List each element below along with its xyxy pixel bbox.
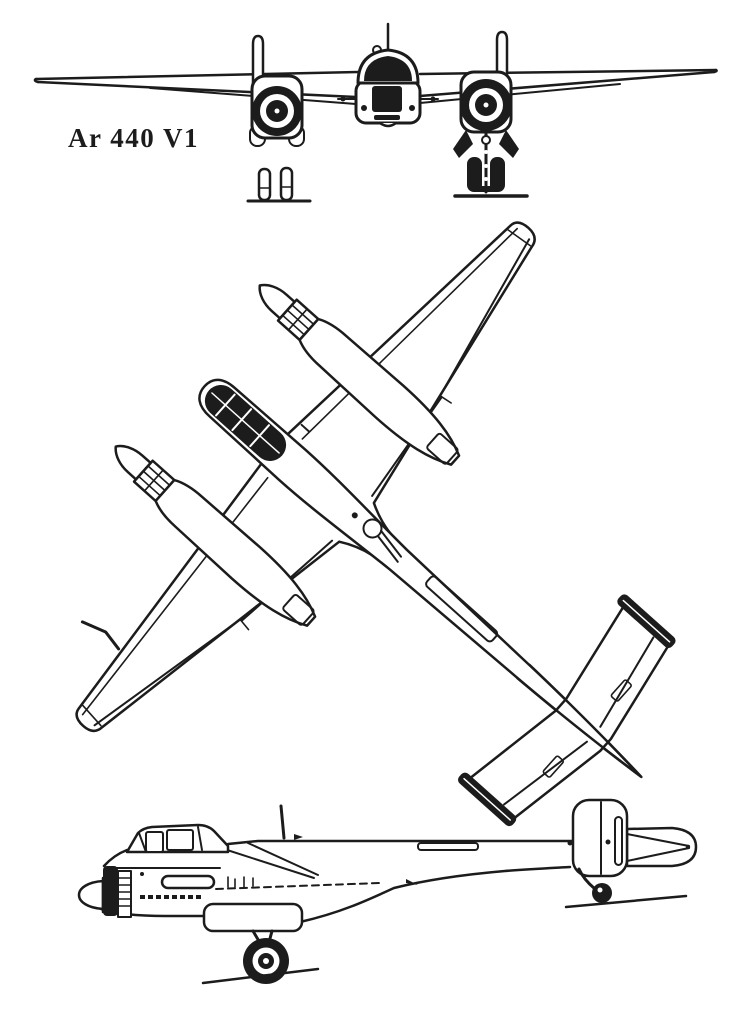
front-canopy-glazing bbox=[364, 56, 412, 81]
side-boom-top bbox=[226, 839, 575, 846]
side-tailwheel bbox=[592, 883, 612, 903]
front-left-spinner-tip bbox=[274, 108, 280, 114]
front-right-spinner-tip bbox=[483, 102, 489, 108]
front-gear-axle bbox=[474, 186, 498, 192]
plan-pitot-tube bbox=[80, 620, 121, 651]
plan-left-hinge-tick bbox=[239, 618, 250, 631]
plan-dorsal-hatch bbox=[425, 575, 499, 643]
plan-view bbox=[75, 221, 676, 827]
plan-left-fin-line bbox=[463, 777, 512, 821]
front-ground-detail bbox=[246, 166, 312, 203]
front-gear-wheel-right bbox=[490, 157, 505, 192]
side-tailplane-hinge-dot2 bbox=[605, 839, 611, 845]
front-right-nacelle bbox=[453, 70, 529, 198]
front-left-wing-leading-edge bbox=[34, 70, 360, 81]
front-gondola-window bbox=[372, 86, 402, 112]
side-main-ground-line bbox=[201, 967, 320, 985]
front-strut-dot bbox=[484, 164, 488, 168]
plan-boom-edge bbox=[528, 663, 642, 778]
side-wing-fairing-edge2 bbox=[247, 842, 319, 876]
front-right-wing-inner-line bbox=[419, 83, 621, 104]
side-vent-row bbox=[140, 895, 201, 899]
side-nose-top bbox=[102, 848, 129, 868]
plan-left-aileron-hinge bbox=[93, 618, 242, 727]
front-left-wingtip bbox=[33, 77, 40, 84]
side-main-wheel-axle bbox=[263, 958, 269, 964]
side-canopy-frame bbox=[197, 826, 203, 851]
front-side-dot-right bbox=[430, 96, 436, 102]
plan-right-fin-line bbox=[622, 599, 671, 643]
side-rudder-tab-slot bbox=[614, 816, 623, 866]
front-left-nacelle bbox=[249, 74, 305, 147]
front-gear-door-left bbox=[453, 130, 473, 158]
side-elevator-line-bottom bbox=[626, 847, 690, 862]
plan-right-elevator-hinge bbox=[599, 636, 655, 728]
plan-right-spar-line bbox=[301, 227, 519, 440]
side-thrust-dashed-line bbox=[215, 882, 381, 890]
side-belly-pod bbox=[202, 902, 304, 933]
side-belly-line bbox=[298, 865, 572, 924]
front-side-dot-left bbox=[340, 96, 346, 102]
front-body-dot-left bbox=[361, 105, 367, 111]
side-canopy-pane bbox=[145, 831, 164, 853]
front-left-wing-trailing-edge bbox=[36, 80, 358, 99]
side-tailwheel-strut bbox=[577, 867, 597, 891]
front-body-dot-right bbox=[409, 105, 415, 111]
plan-right-aileron-hinge bbox=[439, 238, 531, 397]
plan-left-trim-tab bbox=[542, 755, 564, 778]
plan-canopy-spine bbox=[211, 392, 280, 454]
side-view bbox=[77, 798, 698, 985]
side-tailwheel-highlight bbox=[597, 887, 603, 893]
plan-left-elevator-hinge bbox=[503, 740, 588, 806]
front-gondola-strip bbox=[374, 115, 400, 120]
side-tailplane-hinge-dot bbox=[567, 840, 573, 846]
side-elevator-line-top bbox=[626, 833, 690, 847]
side-tailplane bbox=[625, 826, 698, 868]
front-view: Ar 440 V1 bbox=[33, 22, 718, 203]
front-gear-link bbox=[481, 135, 491, 145]
plan-right-trim-tab bbox=[610, 679, 632, 702]
front-chin-bump bbox=[378, 121, 398, 128]
plan-left-spar-line bbox=[81, 476, 269, 716]
side-wing-fairing-edge bbox=[223, 848, 315, 879]
front-fuselage bbox=[337, 22, 439, 128]
side-spinner bbox=[77, 879, 105, 911]
front-right-wing-leading-edge bbox=[418, 68, 718, 76]
front-strut-dot bbox=[484, 150, 488, 154]
side-antenna-base bbox=[294, 834, 303, 840]
side-nose-dot bbox=[140, 872, 144, 876]
plan-turret bbox=[362, 518, 383, 539]
front-strut-dot bbox=[484, 177, 488, 181]
plan-right-hinge-tick bbox=[439, 395, 452, 404]
side-windshield-frame bbox=[138, 832, 147, 853]
side-elevator-horn-dot bbox=[685, 844, 691, 850]
plan-gun-barrel bbox=[380, 529, 402, 558]
plan-gun-barrel bbox=[376, 534, 399, 563]
side-exhaust-shroud bbox=[160, 874, 216, 890]
front-gear-wheel-left bbox=[467, 157, 482, 192]
plan-boom-edge bbox=[516, 677, 642, 778]
side-canopy-pane bbox=[166, 829, 194, 851]
side-belly-antenna bbox=[406, 879, 418, 885]
plan-right-tip-rib bbox=[507, 229, 531, 247]
plan-fuselage-dot bbox=[351, 512, 358, 519]
plan-left-tip-rib bbox=[82, 704, 102, 727]
side-boom-fairing bbox=[417, 842, 479, 851]
side-antenna-mast bbox=[279, 804, 286, 840]
detail-post-left bbox=[257, 167, 272, 202]
detail-post-right bbox=[279, 166, 294, 202]
front-right-wingtip bbox=[712, 68, 718, 74]
plan-right-root-stub bbox=[300, 423, 310, 433]
front-gear-door-right bbox=[499, 130, 519, 158]
side-tail-ground-line bbox=[564, 894, 688, 909]
side-cowl-ring bbox=[103, 866, 118, 916]
plan-wing-lines bbox=[81, 227, 531, 727]
aircraft-label: Ar 440 V1 bbox=[68, 123, 199, 153]
